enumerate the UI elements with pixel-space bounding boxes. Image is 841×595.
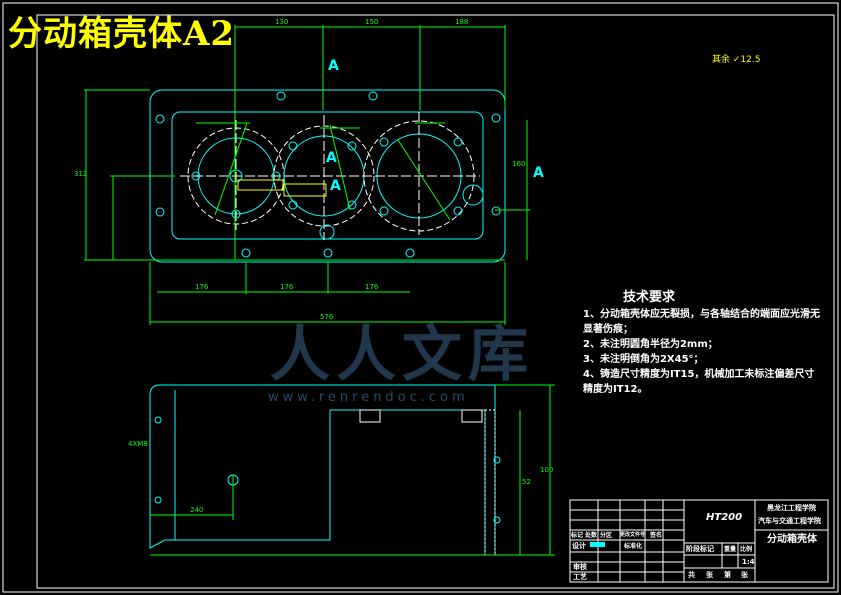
dim-label: 100 (540, 466, 554, 474)
tb-label: 标记 (571, 532, 584, 539)
dim-label: 312 (74, 170, 88, 178)
tb-label: 张 (706, 571, 713, 579)
school: 黑龙江工程学院 (767, 504, 816, 512)
dim-label: 188 (455, 18, 469, 26)
tb-label: 标准化 (624, 543, 643, 550)
dim-label: 4XM8 (128, 440, 148, 448)
section-marker: A (330, 178, 341, 194)
title-block-grid (569, 499, 829, 583)
dim-label: 240 (190, 506, 204, 514)
tb-label: 分区 (600, 532, 613, 539)
tech-item: 2、未注明圆角半径为2mm； (583, 339, 718, 350)
material: HT200 (706, 512, 743, 523)
section-marker: A (533, 165, 544, 181)
tech-item: 3、未注明倒角为2X45°； (583, 354, 704, 365)
drawing-title: 分动箱壳体A2 (8, 14, 236, 54)
department: 汽车与交通工程学院 (758, 517, 821, 525)
tb-label: 更改文件号 (620, 532, 646, 538)
roughness-note: 其余 ✓12.5 (712, 55, 761, 65)
tb-label: 工艺 (573, 573, 587, 581)
technical-requirements: 技术要求 1、分动箱壳体应无裂损，与各轴结合的端面应光滑无显著伤痕； 2、未注明… (583, 290, 823, 397)
dim-label: 176 (195, 283, 209, 291)
tb-label: 处数 (585, 532, 598, 539)
dim-label: 576 (320, 313, 334, 321)
dim-label: 160 (512, 160, 526, 168)
section-marker: A (326, 150, 337, 166)
dim-label: 176 (365, 283, 379, 291)
scale: 1:4 (742, 558, 755, 566)
roughness-label: 其余 (712, 55, 731, 65)
tb-label: 比例 (740, 546, 753, 553)
tb-label: 审核 (573, 563, 587, 571)
dim-label: 150 (365, 18, 379, 26)
watermark: 人人文库 (270, 320, 534, 390)
roughness-value: 12.5 (740, 55, 761, 65)
dim-label: 130 (275, 18, 289, 26)
dim-label: 176 (280, 283, 294, 291)
tb-label: 第 (724, 571, 731, 579)
tech-item: 1、分动箱壳体应无裂损，与各轴结合的端面应光滑无显著伤痕； (583, 309, 820, 335)
tech-item: 4、铸造尺寸精度为IT15，机械加工未标注偏差尺寸精度为IT12。 (583, 369, 815, 395)
section-marker: A (328, 58, 339, 74)
part-name: 分动箱壳体 (767, 534, 817, 545)
inner-frame (36, 14, 835, 589)
tb-label: 签名 (650, 532, 663, 539)
tb-label: 张 (741, 571, 748, 579)
tb-label: 共 (688, 571, 695, 579)
highlight-cell (590, 542, 605, 547)
tech-heading: 技术要求 (623, 290, 676, 305)
tb-label: 阶段标记 (686, 545, 714, 553)
watermark-url: www.renrendoc.com (268, 390, 469, 405)
side-view (149, 384, 555, 556)
top-view (84, 25, 530, 325)
tb-label: 设计 (572, 542, 586, 550)
tb-label: 重量 (724, 546, 737, 553)
dim-label: 52 (522, 478, 531, 486)
